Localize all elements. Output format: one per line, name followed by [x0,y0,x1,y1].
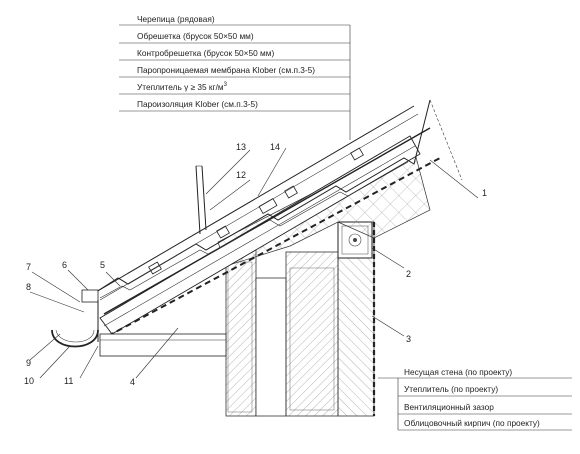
callout-12: 12 [236,170,246,180]
membrane-line [103,127,431,315]
callout-9: 9 [26,358,31,368]
callout-3: 3 [406,334,411,344]
legend-row-vapor-barrier: Пароизоляция Klober (см.п.3-5) [137,99,258,109]
wall-legend-insulation: Утеплитель (по проекту) [404,384,498,394]
rafter [99,135,421,335]
callout-14: 14 [270,142,280,152]
gutter [51,289,99,348]
legend-row-membrane: Паропроницаемая мембрана Klober (см.п.3-… [137,65,315,75]
legend-row-batten: Обрешетка (брусок 50×50 мм) [137,31,254,41]
battens [148,147,364,275]
callout-6: 6 [62,260,67,270]
callout-4: 4 [130,377,135,387]
snow-guard [195,165,207,235]
wall-legend-bearing-wall: Несущая стена (по проекту) [404,367,512,377]
wall-legend-facing-brick: Облицовочный кирпич (по проекту) [404,418,540,428]
callout-10: 10 [24,376,34,386]
soffit [99,333,227,357]
interior-wall [225,247,339,417]
vapor-barrier-line [107,157,441,337]
callout-8: 8 [26,282,31,292]
wall-layers-legend: Несущая стена (по проекту) Утеплитель (п… [378,367,572,431]
callout-leaders [29,147,479,379]
legend-row-insulation-sup: 3 [224,82,228,88]
callout-1: 1 [482,188,487,198]
legend-row-insulation-text: Утеплитель γ ≥ 35 кг/м [137,82,224,92]
legend-row-tile: Черепица (рядовая) [137,14,215,24]
callout-2: 2 [406,269,411,279]
wall-legend-vent-gap: Вентиляционный зазор [404,402,494,412]
legend-row-insulation: Утеплитель γ ≥ 35 кг/м3 [137,82,228,92]
legend-row-counter-batten: Контробрешетка (брусок 50×50 мм) [137,48,274,58]
callout-numbers: 1 2 3 4 5 6 7 8 9 10 11 12 13 14 [24,142,487,387]
roof-layers-legend: Черепица (рядовая) Обрешетка (брусок 50×… [119,14,351,140]
callout-7: 7 [26,262,31,272]
roof-tiles [95,99,431,301]
callout-11: 11 [64,376,73,386]
callout-5: 5 [100,260,105,270]
callout-13: 13 [236,142,246,152]
